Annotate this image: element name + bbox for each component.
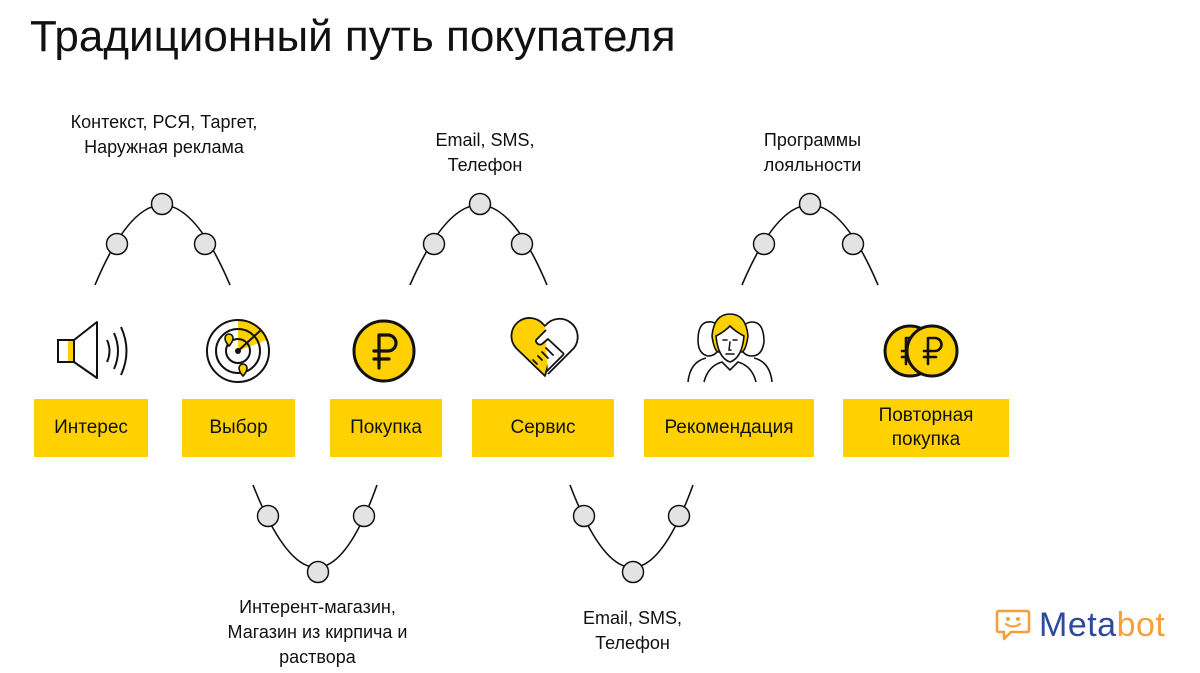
stage-purchase: Покупка (330, 399, 442, 457)
stage-interest: Интерес (34, 399, 148, 457)
radar-icon (206, 319, 270, 383)
arc-node (193, 232, 217, 256)
arc-node (306, 560, 330, 584)
arc-node (422, 232, 446, 256)
arc-node (468, 192, 492, 216)
page-title: Традиционный путь покупателя (30, 12, 676, 61)
arc-node (105, 232, 129, 256)
logo-text-main: Meta (1039, 605, 1117, 644)
logo-text-accent: bot (1116, 605, 1166, 644)
channel-caption-bottom-2: Email, SMS, Телефон (582, 608, 683, 653)
handshake-icon (510, 317, 579, 377)
people-icon (687, 313, 773, 383)
channel-caption-top-1: Контекст, РСЯ, Таргет, Наружная реклама (70, 112, 258, 157)
arc-node (510, 232, 534, 256)
logo-wordmark: Metabot (1039, 606, 1165, 645)
arc-node (798, 192, 822, 216)
chat-face-icon (995, 609, 1031, 641)
metabot-logo: Metabot (995, 605, 1165, 645)
arc-node (256, 504, 280, 528)
arc-node (621, 560, 645, 584)
arc-node (667, 504, 691, 528)
channel-caption-top-2: Email, SMS, Телефон (435, 130, 535, 175)
arc-node (841, 232, 865, 256)
stage-service: Сервис (472, 399, 614, 457)
ruble-coin-icon (352, 319, 416, 383)
channel-caption-bottom-1: Интерент-магазин, Магазин из кирпича и р… (227, 597, 408, 667)
stage-choice: Выбор (182, 399, 295, 457)
speaker-icon (57, 321, 128, 379)
arc-node (352, 504, 376, 528)
arc-node (752, 232, 776, 256)
arc-node (150, 192, 174, 216)
channel-caption-top-3: Программы лояльности (763, 130, 862, 175)
stage-recommendation: Рекомендация (644, 399, 814, 457)
stage-repeat-purchase: Повторная покупка (843, 399, 1009, 457)
arc-node (572, 504, 596, 528)
ruble-coins-icon (883, 324, 959, 378)
